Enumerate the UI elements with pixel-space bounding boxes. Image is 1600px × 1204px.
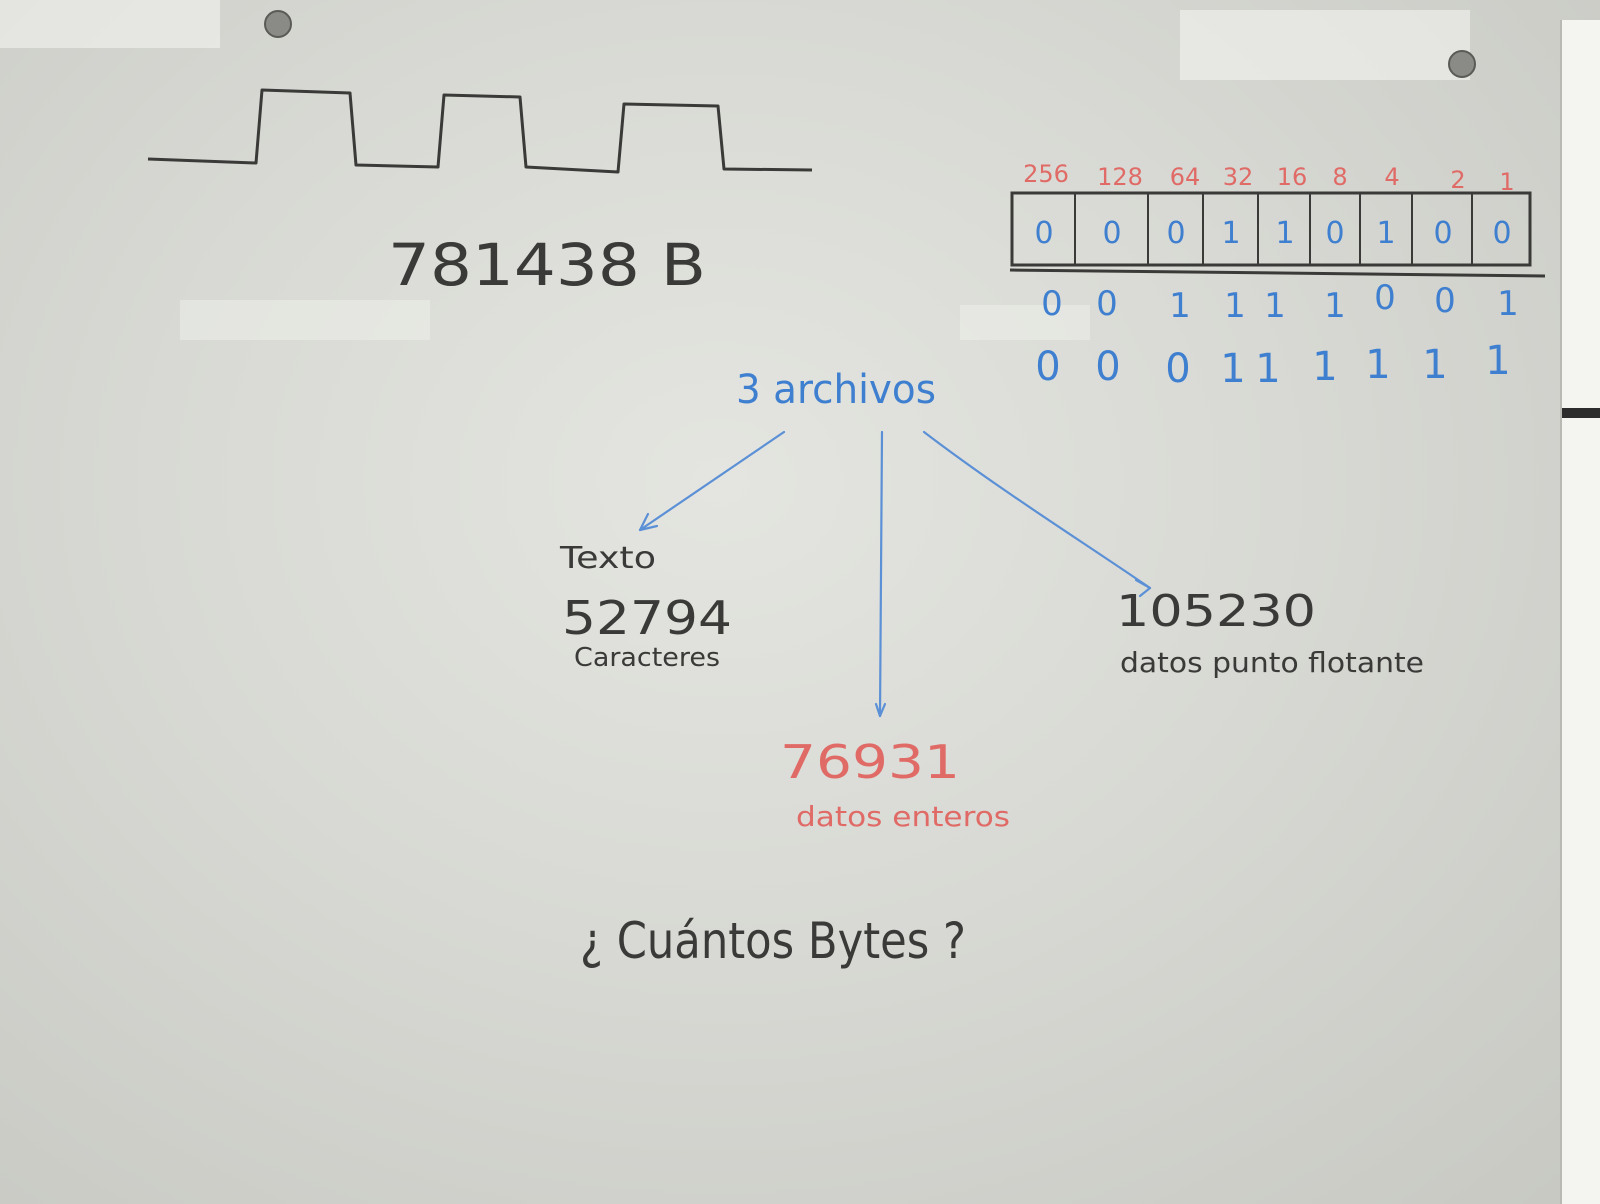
bit-row-2: 0: [1374, 278, 1396, 318]
bit-row-3: 0: [1165, 346, 1190, 392]
bit-row-3: 1: [1365, 342, 1390, 388]
bit-row-3: 0: [1035, 344, 1060, 390]
bit-weight: 8: [1332, 163, 1347, 191]
bit-cell: 0: [1325, 216, 1344, 251]
poster-band: [1562, 408, 1600, 418]
bit-weight: 1: [1499, 168, 1514, 196]
bit-row-2: 1: [1324, 286, 1346, 326]
mounting-screw: [264, 10, 292, 38]
bit-row-2: 0: [1096, 284, 1118, 324]
arrow-to-ints: [878, 430, 884, 718]
bit-cell: 0: [1433, 216, 1452, 251]
text-file-count: 52794: [562, 591, 732, 645]
bit-row-2: 1: [1169, 286, 1191, 326]
bit-row-2: 1: [1497, 284, 1519, 324]
bit-row-2: 1: [1224, 286, 1246, 326]
float-file-count: 105230: [1116, 586, 1316, 637]
bit-row-3: 1: [1220, 346, 1245, 392]
bit-weight: 256: [1023, 160, 1069, 188]
bit-row-2: 0: [1041, 284, 1063, 324]
bit-table: [1009, 191, 1546, 278]
int-file-count: 76931: [780, 735, 960, 789]
bit-row-3: 1: [1255, 346, 1280, 392]
bit-cell: 0: [1166, 216, 1185, 251]
arrow-to-floats: [922, 430, 1152, 590]
bit-weight: 4: [1384, 163, 1399, 191]
bit-row-3: 1: [1312, 344, 1337, 390]
bit-table-underline: [1009, 268, 1546, 278]
arrowhead: [874, 702, 887, 718]
bit-weight: 2: [1450, 166, 1465, 194]
text-file-title: Texto: [559, 541, 656, 576]
bit-cell: 0: [1034, 216, 1053, 251]
signal-label: 781438 B: [388, 231, 706, 299]
light-reflection: [0, 0, 1470, 340]
bit-row-2: 0: [1434, 281, 1456, 321]
float-file-unit: datos punto flotante: [1120, 646, 1424, 679]
bit-cell: 1: [1376, 216, 1395, 251]
int-file-unit: datos enteros: [796, 800, 1010, 833]
bit-row-2: 1: [1264, 286, 1286, 326]
bit-weight: 16: [1277, 163, 1308, 191]
bit-weight: 128: [1097, 163, 1143, 191]
bit-cell: 0: [1102, 216, 1121, 251]
files-count-label: 3 archivos: [736, 367, 936, 413]
wall-poster-edge: [1560, 20, 1600, 1204]
mounting-screw: [1448, 50, 1476, 78]
bit-row-3: 0: [1095, 344, 1120, 390]
question: ¿ Cuántos Bytes ?: [580, 912, 966, 970]
bit-weight: 32: [1223, 163, 1254, 191]
square-wave: [147, 88, 813, 174]
arrow-to-text: [638, 430, 786, 532]
bit-cell: 1: [1221, 216, 1240, 251]
bit-weight: 64: [1170, 163, 1201, 191]
arrowhead: [638, 512, 659, 532]
bit-table-frame: [1010, 191, 1532, 267]
bit-row-3: 1: [1422, 342, 1447, 388]
bit-cell: 1: [1275, 216, 1294, 251]
bit-row-3: 1: [1485, 338, 1510, 384]
bit-cell: 0: [1492, 216, 1511, 251]
arrowhead: [1134, 578, 1152, 598]
arrows: [638, 430, 1152, 718]
text-file-unit: Caracteres: [574, 643, 720, 673]
